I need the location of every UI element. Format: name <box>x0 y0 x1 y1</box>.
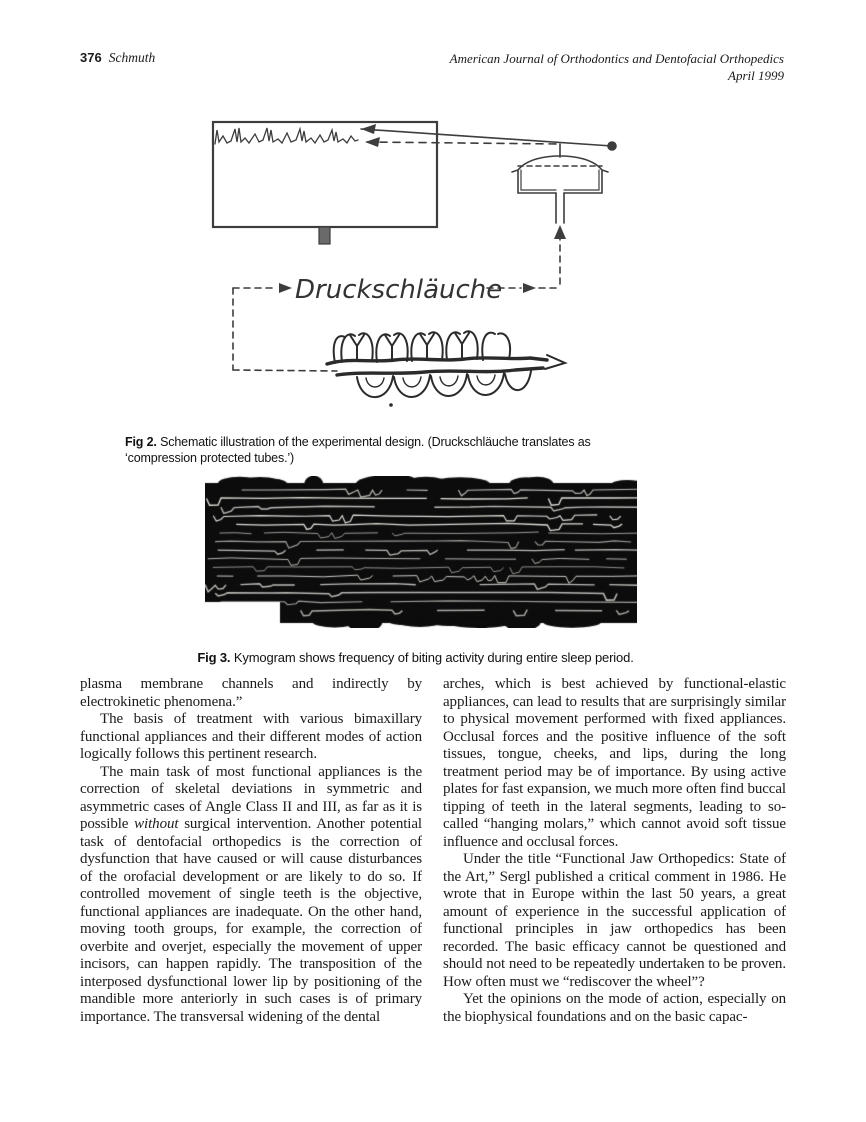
body-right-column: arches, which is best achieved by functi… <box>443 676 786 1028</box>
arrowhead-solid-left <box>361 124 376 134</box>
diagram-label: Druckschläuche <box>295 275 502 305</box>
paragraph-text: surgical intervention. Another potential… <box>80 816 422 1025</box>
paragraph: Under the title “Functional Jaw Orthoped… <box>443 851 786 990</box>
running-head-right: American Journal of Orthodontics and Den… <box>450 50 784 84</box>
figure-2-caption-label: Fig 2. <box>125 434 157 449</box>
figure-3-kymogram <box>205 476 637 628</box>
journal-title: American Journal of Orthodontics and Den… <box>449 51 784 66</box>
figure-3-caption-text: Kymogram shows frequency of biting activ… <box>233 650 634 665</box>
paragraph: The main task of most functional applian… <box>80 764 422 1027</box>
lever-line <box>360 128 613 147</box>
capsule-body-outer <box>517 169 603 194</box>
dashed-lever-line <box>366 141 561 145</box>
paragraph-continuation: arches, which is best achieved by functi… <box>443 676 786 850</box>
figure-2-caption-text: Schematic illustration of the experiment… <box>125 434 591 466</box>
page-number: 376 <box>80 50 102 65</box>
capsule-dome <box>511 155 609 173</box>
paragraph-continuation: plasma membrane channels and indirectly … <box>80 676 422 710</box>
kymogram-image <box>205 476 637 628</box>
schematic-drawing: Druckschläuche <box>211 120 617 407</box>
paragraph: Yet the opinions on the mode of action, … <box>443 991 786 1025</box>
figure-2-caption: Fig 2. Schematic illustration of the exp… <box>125 434 647 467</box>
air-line-to-teeth <box>232 369 338 372</box>
figure-3-caption: Fig 3. Kymogram shows frequency of bitin… <box>183 650 648 666</box>
italic-word: without <box>134 816 179 832</box>
capsule-body-inner <box>520 169 600 191</box>
recorded-trace <box>214 126 359 145</box>
page-header: 376 Schmuth American Journal of Orthodont… <box>80 50 784 84</box>
arrowhead-dashed-left <box>365 137 380 147</box>
pivot-dot <box>607 141 617 151</box>
arrowhead-up <box>554 225 566 239</box>
paragraph-text: The main task of most functional applian… <box>80 763 422 833</box>
arrowhead-right-2 <box>523 283 536 293</box>
kymograph-drum <box>211 120 439 229</box>
body-left-column: plasma membrane channels and indirectly … <box>80 676 422 1028</box>
running-author: Schmuth <box>108 50 156 65</box>
arrowhead-right-1 <box>279 283 292 293</box>
issue-date: April 1999 <box>728 68 784 83</box>
figure-3-caption-label: Fig 3. <box>197 650 231 665</box>
capsule-tube <box>555 192 565 224</box>
paragraph: The basis of treatment with various bima… <box>80 711 422 762</box>
drum-winding-key <box>318 226 331 245</box>
teeth-illustration <box>325 330 568 407</box>
figure-2-schematic: Druckschläuche <box>185 112 655 412</box>
running-head-left: 376 Schmuth <box>80 50 155 66</box>
